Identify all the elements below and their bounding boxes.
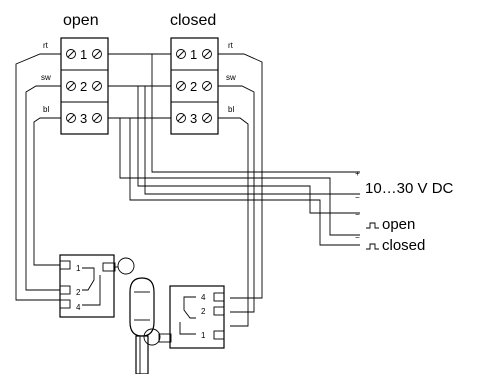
screw-terminal-1: 1 <box>176 47 212 62</box>
wire-color-rt: rt <box>228 41 234 50</box>
wire-color-sw: sw <box>41 73 51 82</box>
header-open: open <box>63 12 99 29</box>
terminal-number-2: 2 <box>190 79 197 94</box>
terminal-number-3: 3 <box>80 111 87 126</box>
pin-label-2: 2 <box>76 288 81 297</box>
open-minus-sign: − <box>355 210 360 219</box>
wire-color-bl: bl <box>43 105 49 114</box>
supply-voltage-label: 10…30 V DC <box>365 180 454 197</box>
terminal-number-1: 1 <box>190 47 197 62</box>
pulse-icon <box>366 222 379 229</box>
header-closed: closed <box>170 12 216 29</box>
wire-color-sw: sw <box>226 73 236 82</box>
pin-label-2: 2 <box>201 307 206 316</box>
output-open-label: open <box>382 216 415 233</box>
terminal-number-3: 3 <box>190 111 197 126</box>
screw-terminal-2: 2 <box>66 79 102 94</box>
output-closed-label: closed <box>382 237 425 254</box>
pin-label-4: 4 <box>201 293 206 302</box>
terminal-block-open: 1 2 3 rt sw bl <box>41 37 109 135</box>
supply-plus-sign: + <box>355 169 360 178</box>
micro-switch-open: 1 2 4 <box>59 254 135 318</box>
screw-terminal-3: 3 <box>66 111 102 126</box>
micro-switch-closed: 4 2 1 <box>143 285 225 349</box>
pin-label-1: 1 <box>76 264 81 273</box>
wire-color-rt: rt <box>43 41 49 50</box>
screw-terminal-2: 2 <box>176 79 212 94</box>
closed-minus-sign: − <box>355 233 360 242</box>
terminal-number-2: 2 <box>80 79 87 94</box>
pulse-icon <box>366 243 379 250</box>
wire-color-bl: bl <box>228 105 234 114</box>
valve-actuator <box>129 277 155 374</box>
screw-terminal-3: 3 <box>176 111 212 126</box>
switch-roller <box>143 328 161 346</box>
wiring <box>15 53 360 327</box>
terminal-block-closed: 1 2 3 rt sw bl <box>170 37 236 135</box>
screw-terminal-1: 1 <box>66 47 102 62</box>
supply-minus-sign: − <box>355 193 360 202</box>
pin-label-1: 1 <box>201 331 206 340</box>
pin-label-4: 4 <box>76 303 81 312</box>
switch-roller <box>117 257 135 275</box>
terminal-number-1: 1 <box>80 47 87 62</box>
